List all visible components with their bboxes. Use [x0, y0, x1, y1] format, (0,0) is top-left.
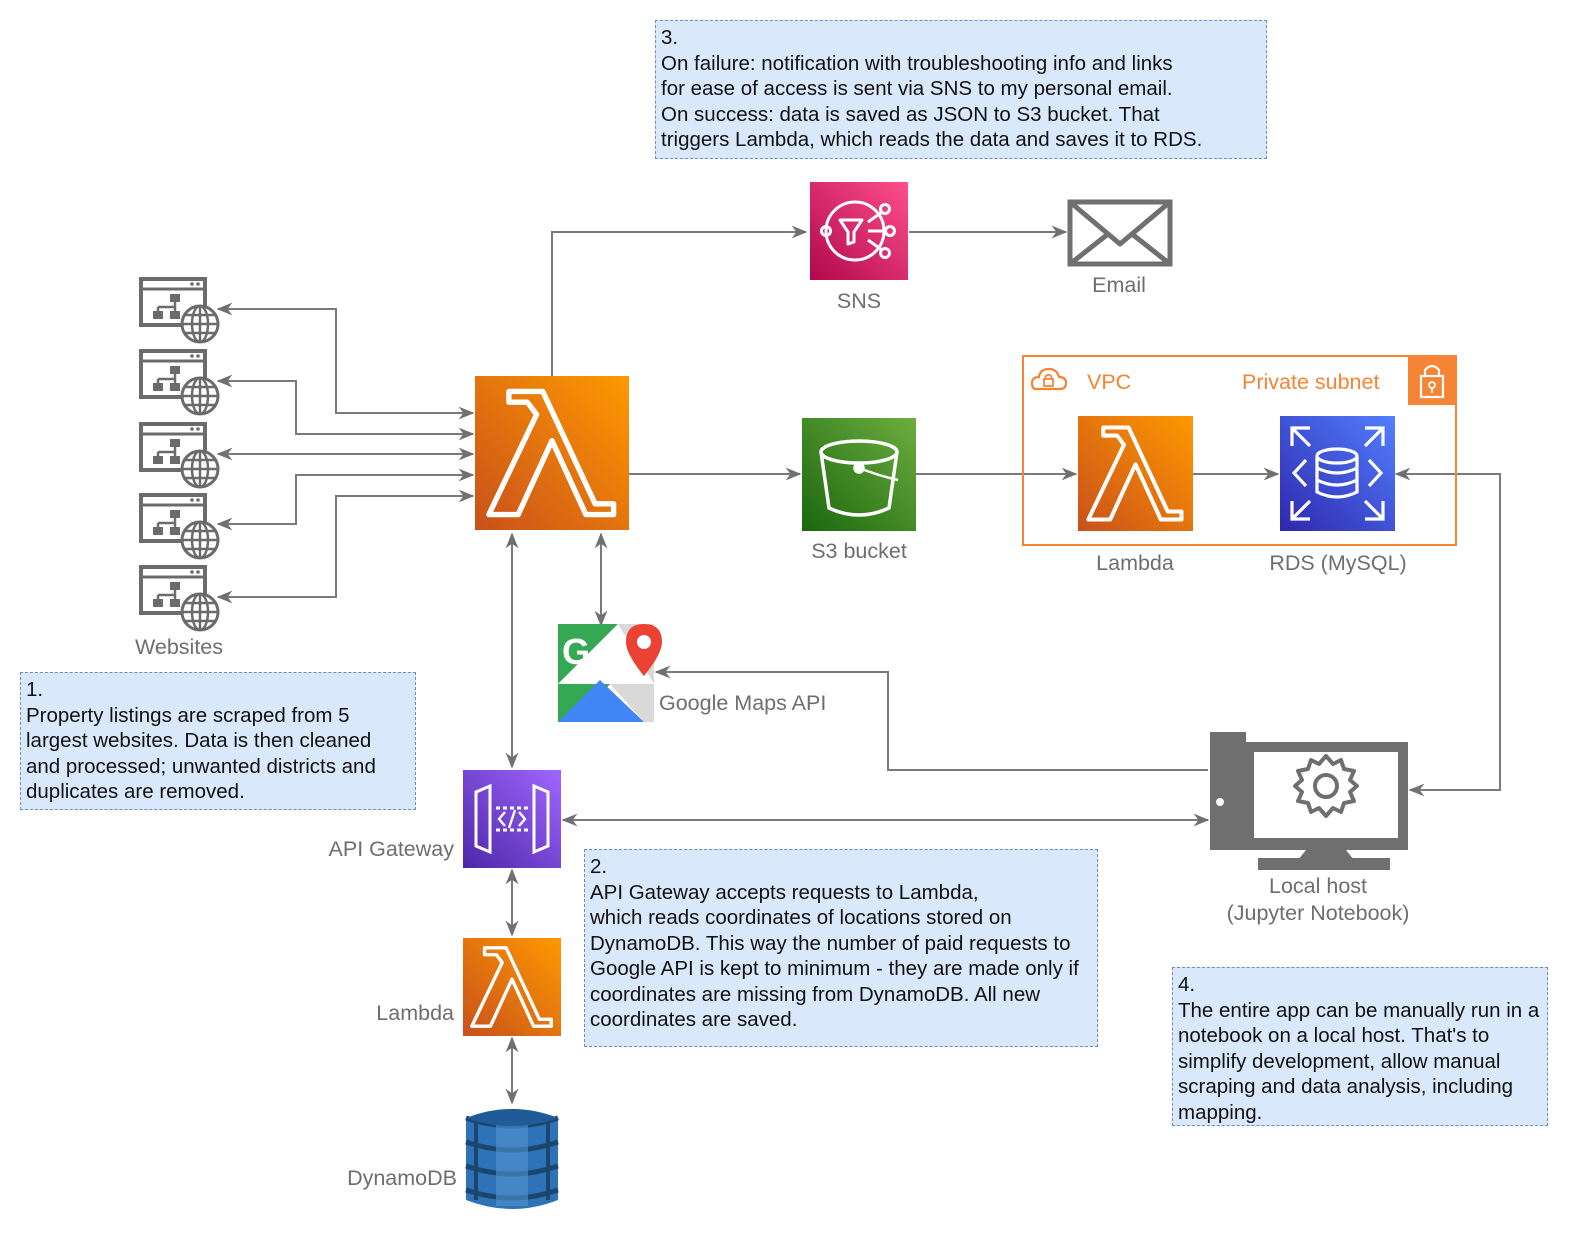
lambda-icon — [463, 938, 561, 1036]
website-icon — [139, 277, 220, 344]
note-step-3: 3. On failure: notification with trouble… — [655, 20, 1267, 159]
rds-label: RDS (MySQL) — [1269, 551, 1407, 575]
local-host-label: Local host (Jupyter Notebook) — [1226, 874, 1410, 925]
s3-label: S3 bucket — [811, 539, 907, 563]
email-icon — [1067, 199, 1173, 267]
vpc-group — [1022, 355, 1457, 546]
dynamodb-label: DynamoDB — [347, 1166, 457, 1190]
google-maps-icon: G — [558, 624, 662, 722]
lock-icon — [1408, 357, 1456, 405]
website-icon — [139, 422, 220, 489]
sns-label: SNS — [836, 289, 882, 313]
lambda-api-label: Lambda — [376, 1001, 454, 1025]
lambda-vpc-label: Lambda — [1096, 551, 1174, 575]
note-step-2: 2. API Gateway accepts requests to Lambd… — [584, 849, 1098, 1047]
edge-lambda-sns — [551, 225, 808, 376]
sns-icon — [810, 182, 908, 280]
s3-bucket-icon — [802, 418, 916, 531]
rds-icon — [1280, 416, 1395, 531]
vpc-cloud-icon — [1024, 357, 1072, 405]
google-maps-label: Google Maps API — [659, 691, 827, 715]
note-step-1: 1. Property listings are scraped from 5 … — [20, 672, 416, 810]
website-icon — [139, 493, 220, 560]
connectors — [216, 225, 1501, 1105]
private-subnet-label: Private subnet — [1242, 370, 1380, 394]
vpc-label: VPC — [1087, 370, 1132, 394]
websites-label: Websites — [134, 635, 224, 659]
computer-icon — [1210, 732, 1408, 870]
edge-website-5 — [216, 489, 475, 604]
edge-website-1 — [216, 302, 475, 420]
svg-text:G: G — [562, 631, 590, 672]
website-icon — [139, 565, 220, 632]
edge-website-4 — [216, 468, 475, 531]
note-step-4: 4. The entire app can be manually run in… — [1172, 967, 1548, 1126]
lambda-icon — [475, 376, 629, 530]
lambda-icon — [1078, 416, 1193, 531]
edge-website-2 — [216, 374, 475, 441]
dynamodb-icon — [465, 1109, 559, 1209]
api-gateway-label: API Gateway — [328, 837, 454, 861]
edge-localhost-maps — [654, 665, 1208, 771]
edge-rds-localhost — [1394, 467, 1501, 797]
email-label: Email — [1092, 273, 1146, 297]
website-icon — [139, 349, 220, 416]
api-gateway-icon — [463, 770, 561, 868]
